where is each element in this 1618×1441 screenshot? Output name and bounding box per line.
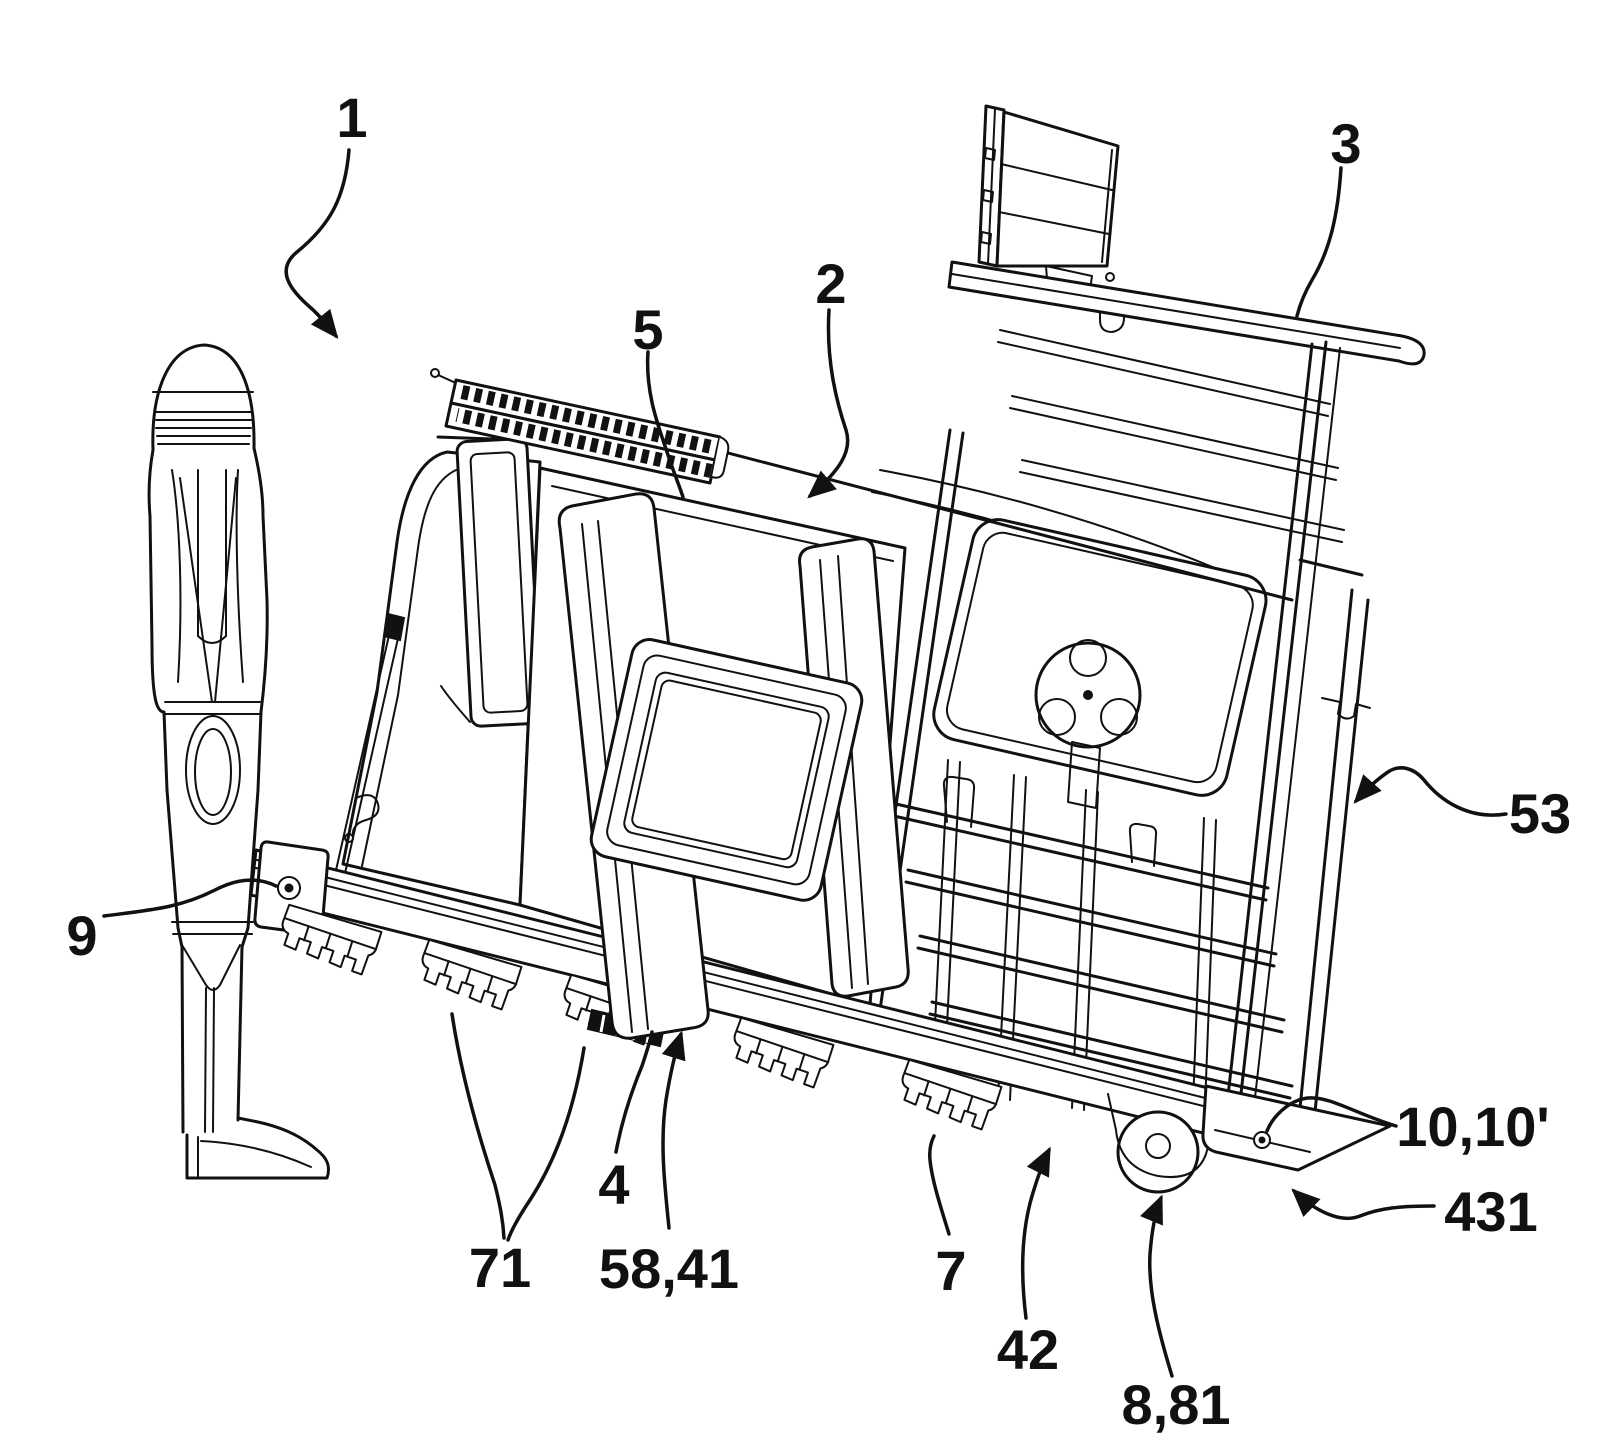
leader-2: [807, 308, 850, 499]
leader-58-41: [661, 1030, 686, 1230]
ref-label-42: 42: [997, 1318, 1059, 1381]
hook-tab: [1128, 822, 1158, 867]
display-window: [589, 638, 864, 902]
guide-rod: [331, 612, 406, 892]
ref-label-2: 2: [815, 252, 846, 315]
leader-7: [928, 1134, 951, 1236]
ref-label-8-81: 8,81: [1122, 1373, 1231, 1436]
leader-9: [102, 878, 278, 918]
leader-10-10: [1265, 1096, 1398, 1133]
side-wall-notch: [1321, 697, 1371, 720]
human-torso: [147, 446, 269, 825]
leader-53: [1353, 766, 1508, 817]
reference-labels: 1 2 3 5 9 53 10,10' 431 71 4 58,41 7 42 …: [66, 86, 1571, 1436]
ref-label-7: 7: [935, 1239, 966, 1302]
ref-label-1: 1: [336, 86, 367, 149]
cage-slats: [997, 329, 1345, 543]
leader-8-81: [1140, 1194, 1174, 1378]
leader-lines: [102, 148, 1508, 1378]
leader-5: [645, 350, 685, 499]
wheel-stem: [1067, 741, 1101, 809]
rotor-wheel: [1034, 639, 1142, 809]
ref-label-71: 71: [469, 1236, 531, 1299]
side-wall-53: [1294, 558, 1370, 1162]
ref-label-53: 53: [1509, 782, 1571, 845]
ref-label-431: 431: [1444, 1180, 1537, 1243]
ref-label-4: 4: [598, 1153, 629, 1216]
leader-42: [1020, 1146, 1051, 1320]
leader-71-a: [450, 1012, 506, 1240]
ref-label-5: 5: [632, 298, 663, 361]
human-head: [151, 343, 256, 452]
human-foot: [185, 1116, 331, 1180]
human-legs: [165, 788, 260, 1134]
right-pillar: [798, 537, 910, 998]
ref-label-3: 3: [1330, 112, 1361, 175]
hopper-cage: [860, 104, 1426, 1162]
hook-tab: [942, 775, 976, 828]
human-figure: [147, 343, 331, 1180]
roller: [1107, 1093, 1215, 1194]
hinge-hanger: [1099, 303, 1125, 333]
leader-71-b: [506, 1046, 586, 1242]
leader-3: [1295, 166, 1343, 318]
leader-431: [1291, 1188, 1436, 1221]
cage-top-rail: [947, 260, 1426, 366]
slot-frame: [455, 437, 543, 728]
ref-label-58-41: 58,41: [599, 1237, 739, 1300]
ref-label-9: 9: [66, 904, 97, 967]
base-rail-assembly: [249, 840, 1392, 1194]
ref-label-10-10: 10,10': [1396, 1095, 1549, 1158]
pelvis-oval: [185, 715, 241, 825]
leader-4: [614, 1030, 654, 1154]
end-bracket: [1201, 1084, 1392, 1172]
leader-1: [284, 148, 351, 339]
